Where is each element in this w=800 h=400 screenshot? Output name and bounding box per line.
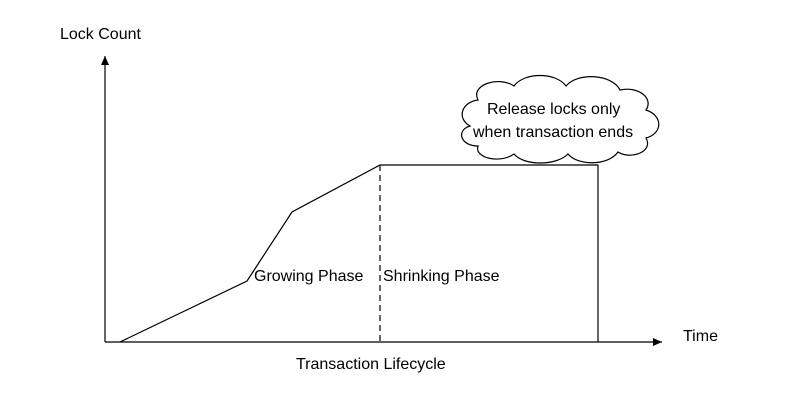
- callout-line-1: Release locks only: [487, 101, 620, 118]
- release-locks-callout: Release locks only when transaction ends: [461, 75, 660, 164]
- growing-phase-label: Growing Phase: [254, 268, 363, 285]
- shrinking-phase-label: Shrinking Phase: [383, 268, 500, 285]
- cloud-shape: [461, 75, 660, 164]
- diagram-caption: Transaction Lifecycle: [296, 356, 446, 373]
- y-axis-label: Lock Count: [60, 26, 141, 43]
- x-axis-label: Time: [683, 328, 718, 345]
- callout-line-2: when transaction ends: [472, 124, 633, 141]
- lock-count-curve: [119, 164, 599, 343]
